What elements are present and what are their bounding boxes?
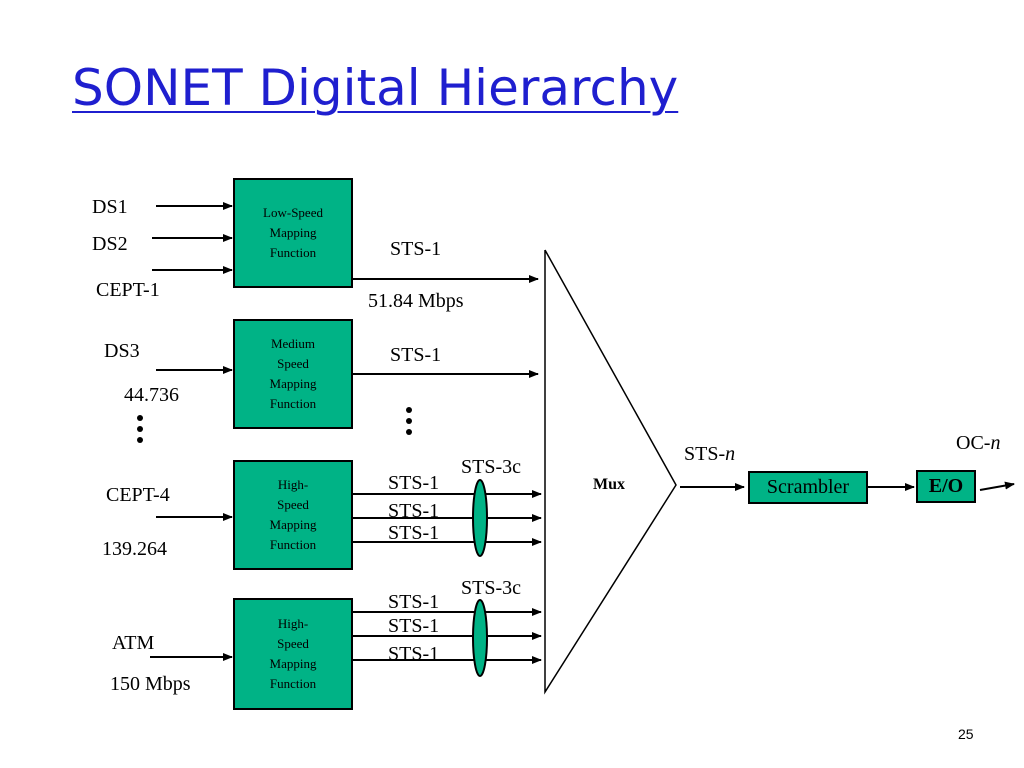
sts-n-label: STS-n bbox=[684, 443, 735, 465]
ds3-label: DS3 bbox=[104, 340, 140, 362]
page-number: 25 bbox=[958, 726, 974, 742]
oc-n-prefix: OC- bbox=[956, 432, 991, 454]
low-speed-mapping-block: Low-Speed Mapping Function bbox=[233, 178, 353, 288]
sts1-a1-label: STS-1 bbox=[388, 472, 440, 494]
high-speed-mapping-label-2: High- Speed Mapping Function bbox=[269, 616, 317, 691]
atm-rate-label: 150 Mbps bbox=[110, 673, 191, 695]
eo-block: E/O bbox=[916, 470, 976, 503]
low-speed-mapping-label: Low-Speed Mapping Function bbox=[263, 205, 323, 260]
oc-n-variable: n bbox=[990, 432, 1001, 454]
high-speed-mapping-block-2: High- Speed Mapping Function bbox=[233, 598, 353, 710]
sts3c-b-label: STS-3c bbox=[461, 577, 521, 599]
cept4-rate-label: 139.264 bbox=[102, 538, 167, 560]
ds3-rate-label: 44.736 bbox=[124, 384, 179, 406]
eo-label: E/O bbox=[928, 475, 964, 497]
sts-n-prefix: STS- bbox=[684, 443, 726, 465]
cept4-label: CEPT-4 bbox=[106, 484, 170, 506]
sts-n-variable: n bbox=[725, 443, 736, 465]
scrambler-block: Scrambler bbox=[748, 471, 868, 504]
ds1-label: DS1 bbox=[92, 196, 128, 218]
sts1-rate-label: 51.84 Mbps bbox=[368, 290, 464, 312]
sts3c-group-b-ellipse bbox=[472, 599, 488, 677]
cept1-label: CEPT-1 bbox=[96, 279, 160, 301]
scrambler-label: Scrambler bbox=[766, 476, 850, 498]
sts1-b2-label: STS-1 bbox=[388, 615, 440, 637]
ellipsis-dots-left bbox=[137, 415, 143, 443]
oc-n-label: OC-n bbox=[956, 432, 1000, 454]
atm-label: ATM bbox=[112, 632, 155, 654]
mux-shape bbox=[544, 249, 677, 695]
ds2-label: DS2 bbox=[92, 233, 128, 255]
medium-speed-mapping-block: Medium Speed Mapping Function bbox=[233, 319, 353, 429]
sts3c-a-label: STS-3c bbox=[461, 456, 521, 478]
ellipsis-dots-right bbox=[406, 407, 412, 435]
sts1-a2-label: STS-1 bbox=[388, 500, 440, 522]
oc-n-arrow bbox=[979, 481, 1015, 491]
high-speed-mapping-label-1: High- Speed Mapping Function bbox=[269, 477, 317, 552]
sts1-a3-label: STS-1 bbox=[388, 522, 440, 544]
medium-speed-mapping-label: Medium Speed Mapping Function bbox=[269, 336, 317, 411]
sts1-low-label: STS-1 bbox=[390, 238, 442, 260]
sts1-medium-label: STS-1 bbox=[390, 344, 442, 366]
high-speed-mapping-block-1: High- Speed Mapping Function bbox=[233, 460, 353, 570]
mux-label: Mux bbox=[593, 476, 625, 493]
sts3c-group-a-ellipse bbox=[472, 479, 488, 557]
sts1-b3-label: STS-1 bbox=[388, 643, 440, 665]
sts1-b1-label: STS-1 bbox=[388, 591, 440, 613]
page-title: SONET Digital Hierarchy bbox=[72, 59, 679, 117]
